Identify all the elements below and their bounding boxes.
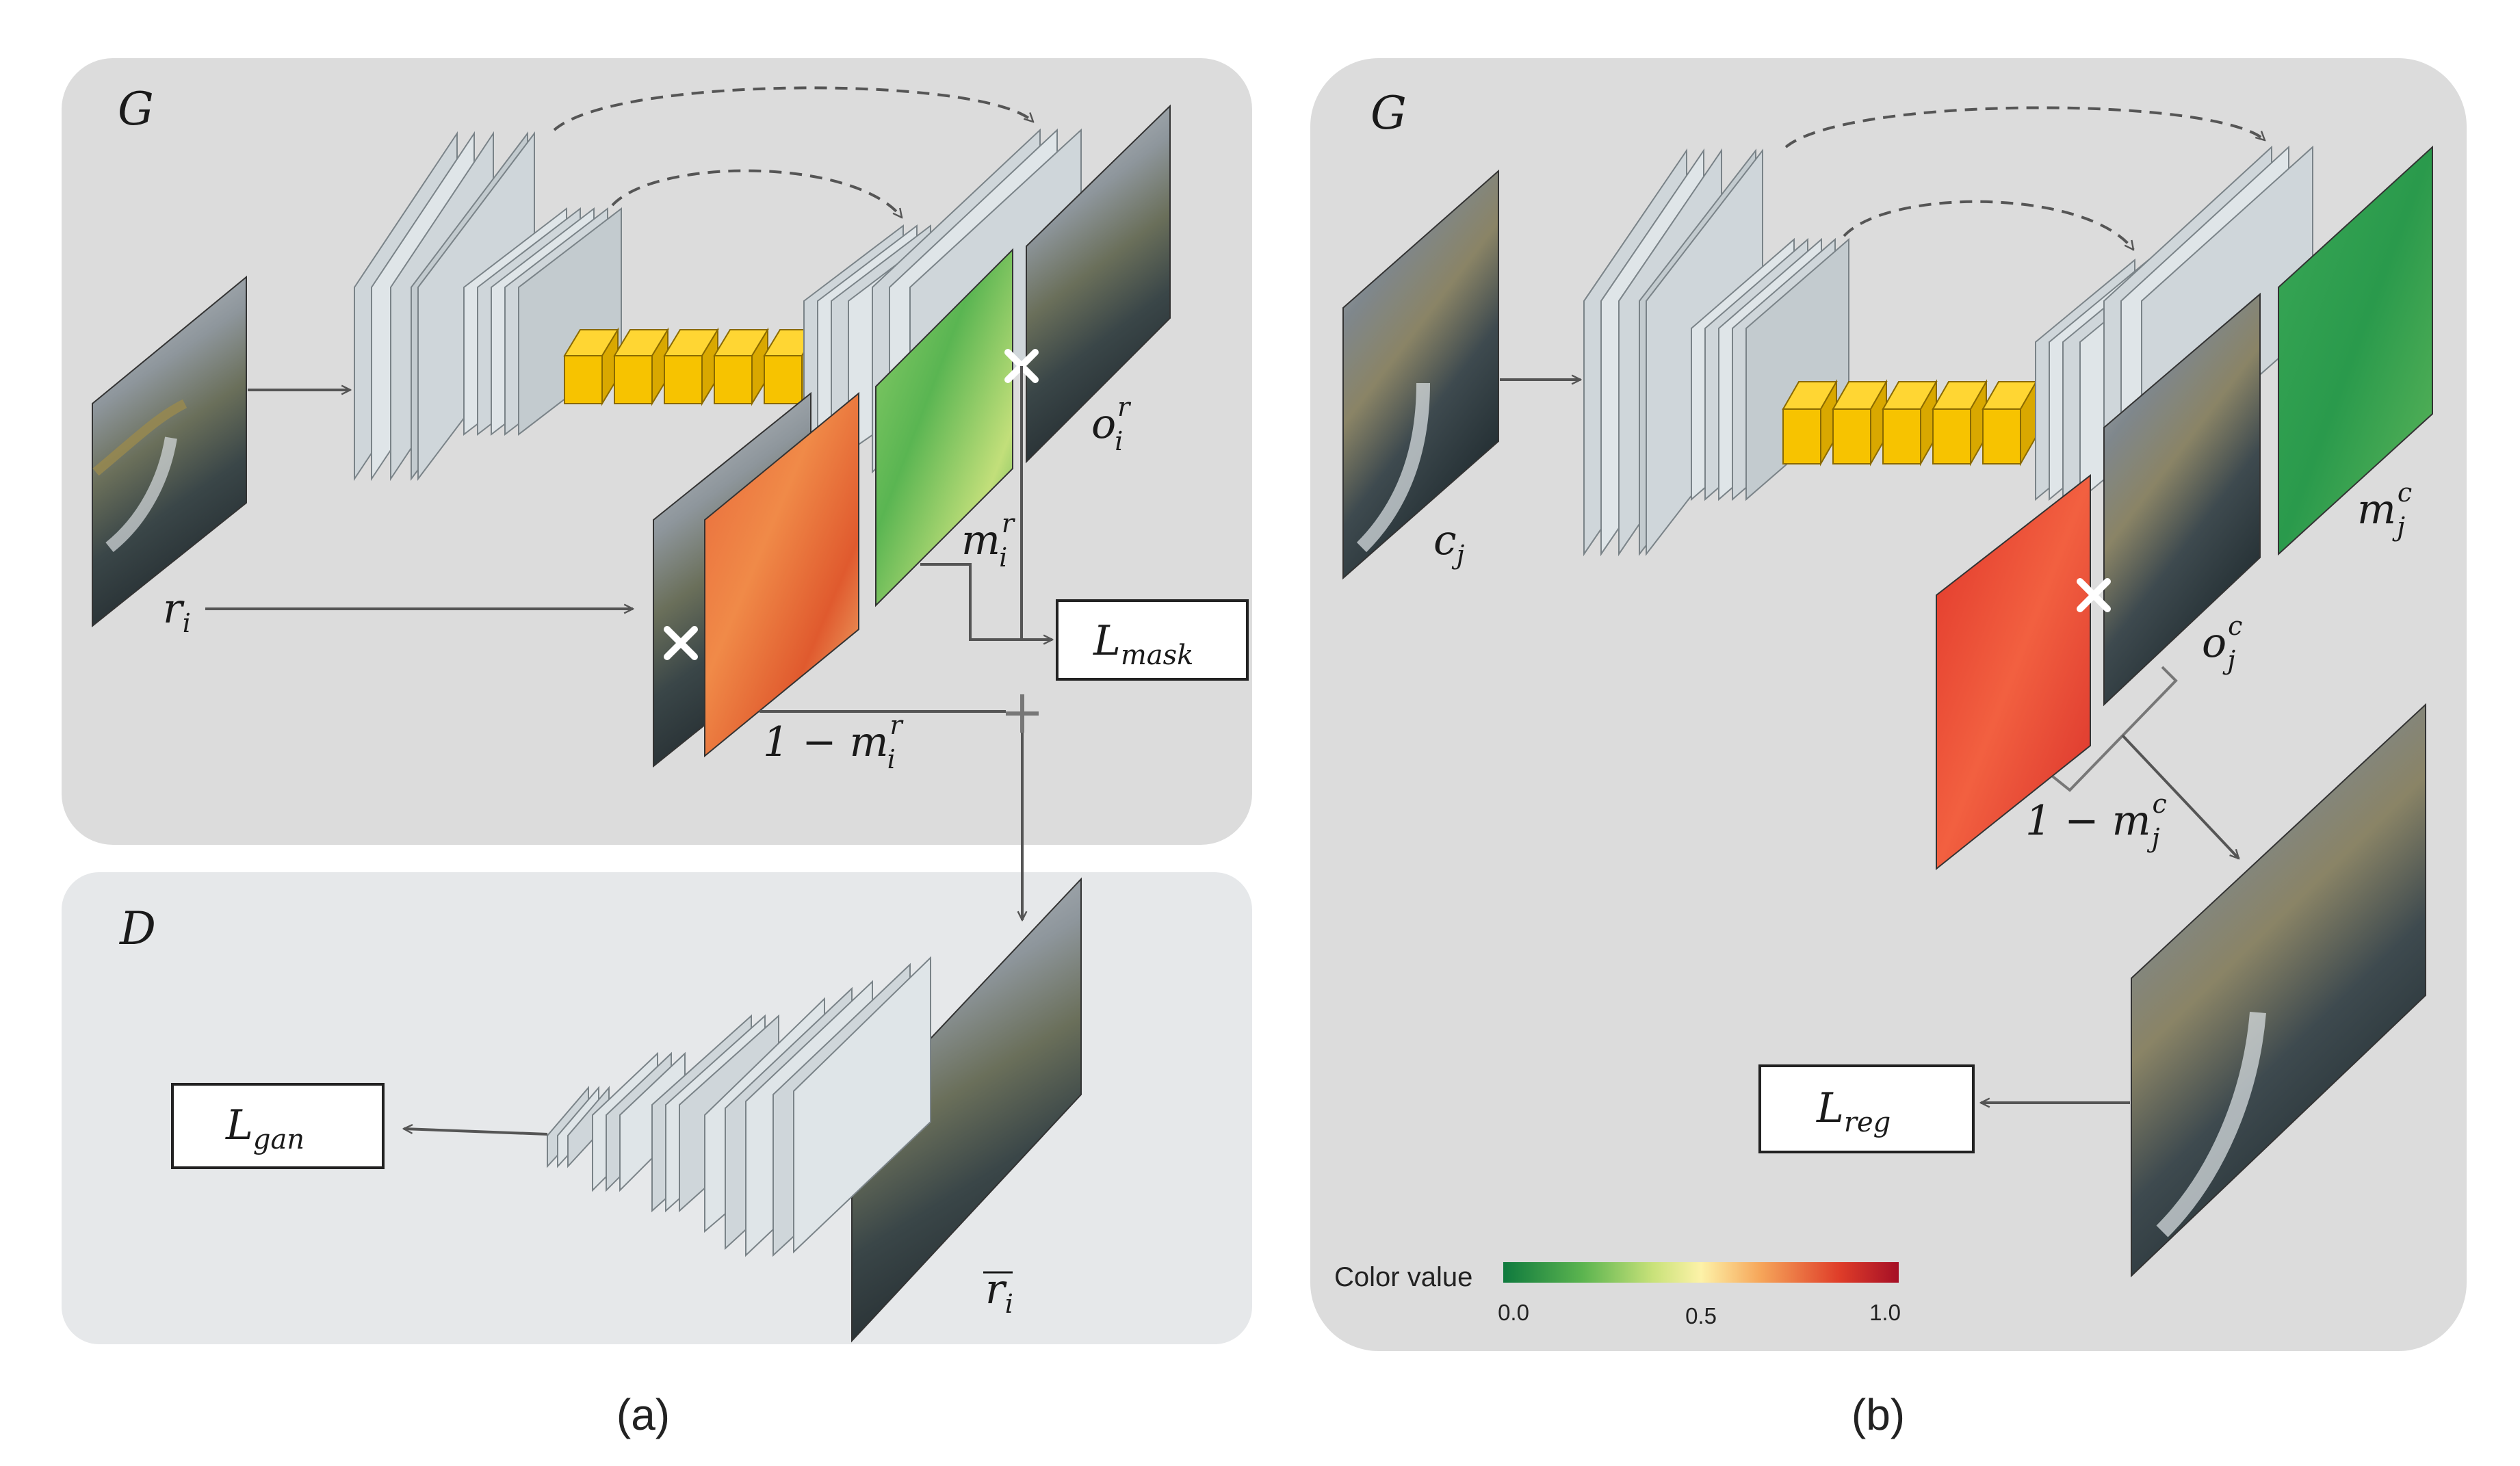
output-image-ojc [2103, 292, 2261, 707]
loss-box-mask [1056, 599, 1249, 681]
loss-box-reg [1758, 1064, 1975, 1153]
bottleneck-a [563, 327, 819, 406]
encoder-a [354, 131, 622, 482]
reconstructed-image-ri [851, 877, 1082, 1343]
encoder-b [1583, 148, 1849, 557]
discriminator-stack [547, 956, 931, 1257]
inverse-mask-map-a [704, 391, 859, 758]
input-label-ri: ri [163, 585, 191, 638]
arrow-mask-lmask [920, 563, 1052, 640]
skip-connection-inner-b [1843, 200, 2133, 250]
generator-label-b: G [1371, 87, 1407, 140]
output-image-oir [1026, 104, 1171, 464]
discriminator-label: D [119, 902, 156, 955]
skip-connection-inner-a [611, 169, 902, 218]
colorbar-tick-min: 0.0 [1498, 1300, 1529, 1325]
colorbar-tick-mid: 0.5 [1685, 1303, 1717, 1328]
input-label-cj: cj [1433, 516, 1465, 570]
colorbar-title: Color value [1334, 1262, 1472, 1292]
loss-label-mask: Lmask [1093, 617, 1193, 671]
skip-connection-outer-b [1784, 106, 2265, 148]
mask-map-mir [875, 248, 1013, 607]
wave-streak-c [2156, 1011, 2266, 1238]
inverse-mask-map-b [1936, 473, 2091, 871]
caption-a: (a) [616, 1390, 670, 1439]
multiply-marker-b [2077, 578, 2111, 612]
shore-streak [92, 399, 187, 476]
generator-label-a: G [118, 83, 154, 135]
colorbar-tick-max: 1.0 [1869, 1300, 1901, 1325]
adder-symbol [1006, 694, 1039, 733]
wave-streak [105, 436, 177, 553]
reconstructed-label-ri: ri [983, 1266, 1013, 1319]
arrow-disc-lgan [404, 1129, 548, 1136]
loss-label-reg: Lreg [1816, 1084, 1891, 1138]
colorbar-gradient [1503, 1262, 1899, 1283]
caption-b: (b) [1852, 1390, 1905, 1439]
bottleneck-b [1782, 379, 2038, 467]
loss-box-gan [171, 1083, 385, 1169]
wave-streak-b [1356, 382, 1430, 553]
combined-output-image [2131, 703, 2426, 1278]
svg-text:ri: ri [985, 1266, 1013, 1319]
multiply-marker-input-a [664, 626, 698, 660]
input-image-cj [1342, 169, 1499, 580]
skip-connection-outer-a [553, 86, 1033, 131]
mask-map-mjc [2278, 145, 2433, 556]
arrow-combine-output-b [2121, 734, 2239, 859]
loss-label-gan: Lgan [225, 1101, 304, 1155]
